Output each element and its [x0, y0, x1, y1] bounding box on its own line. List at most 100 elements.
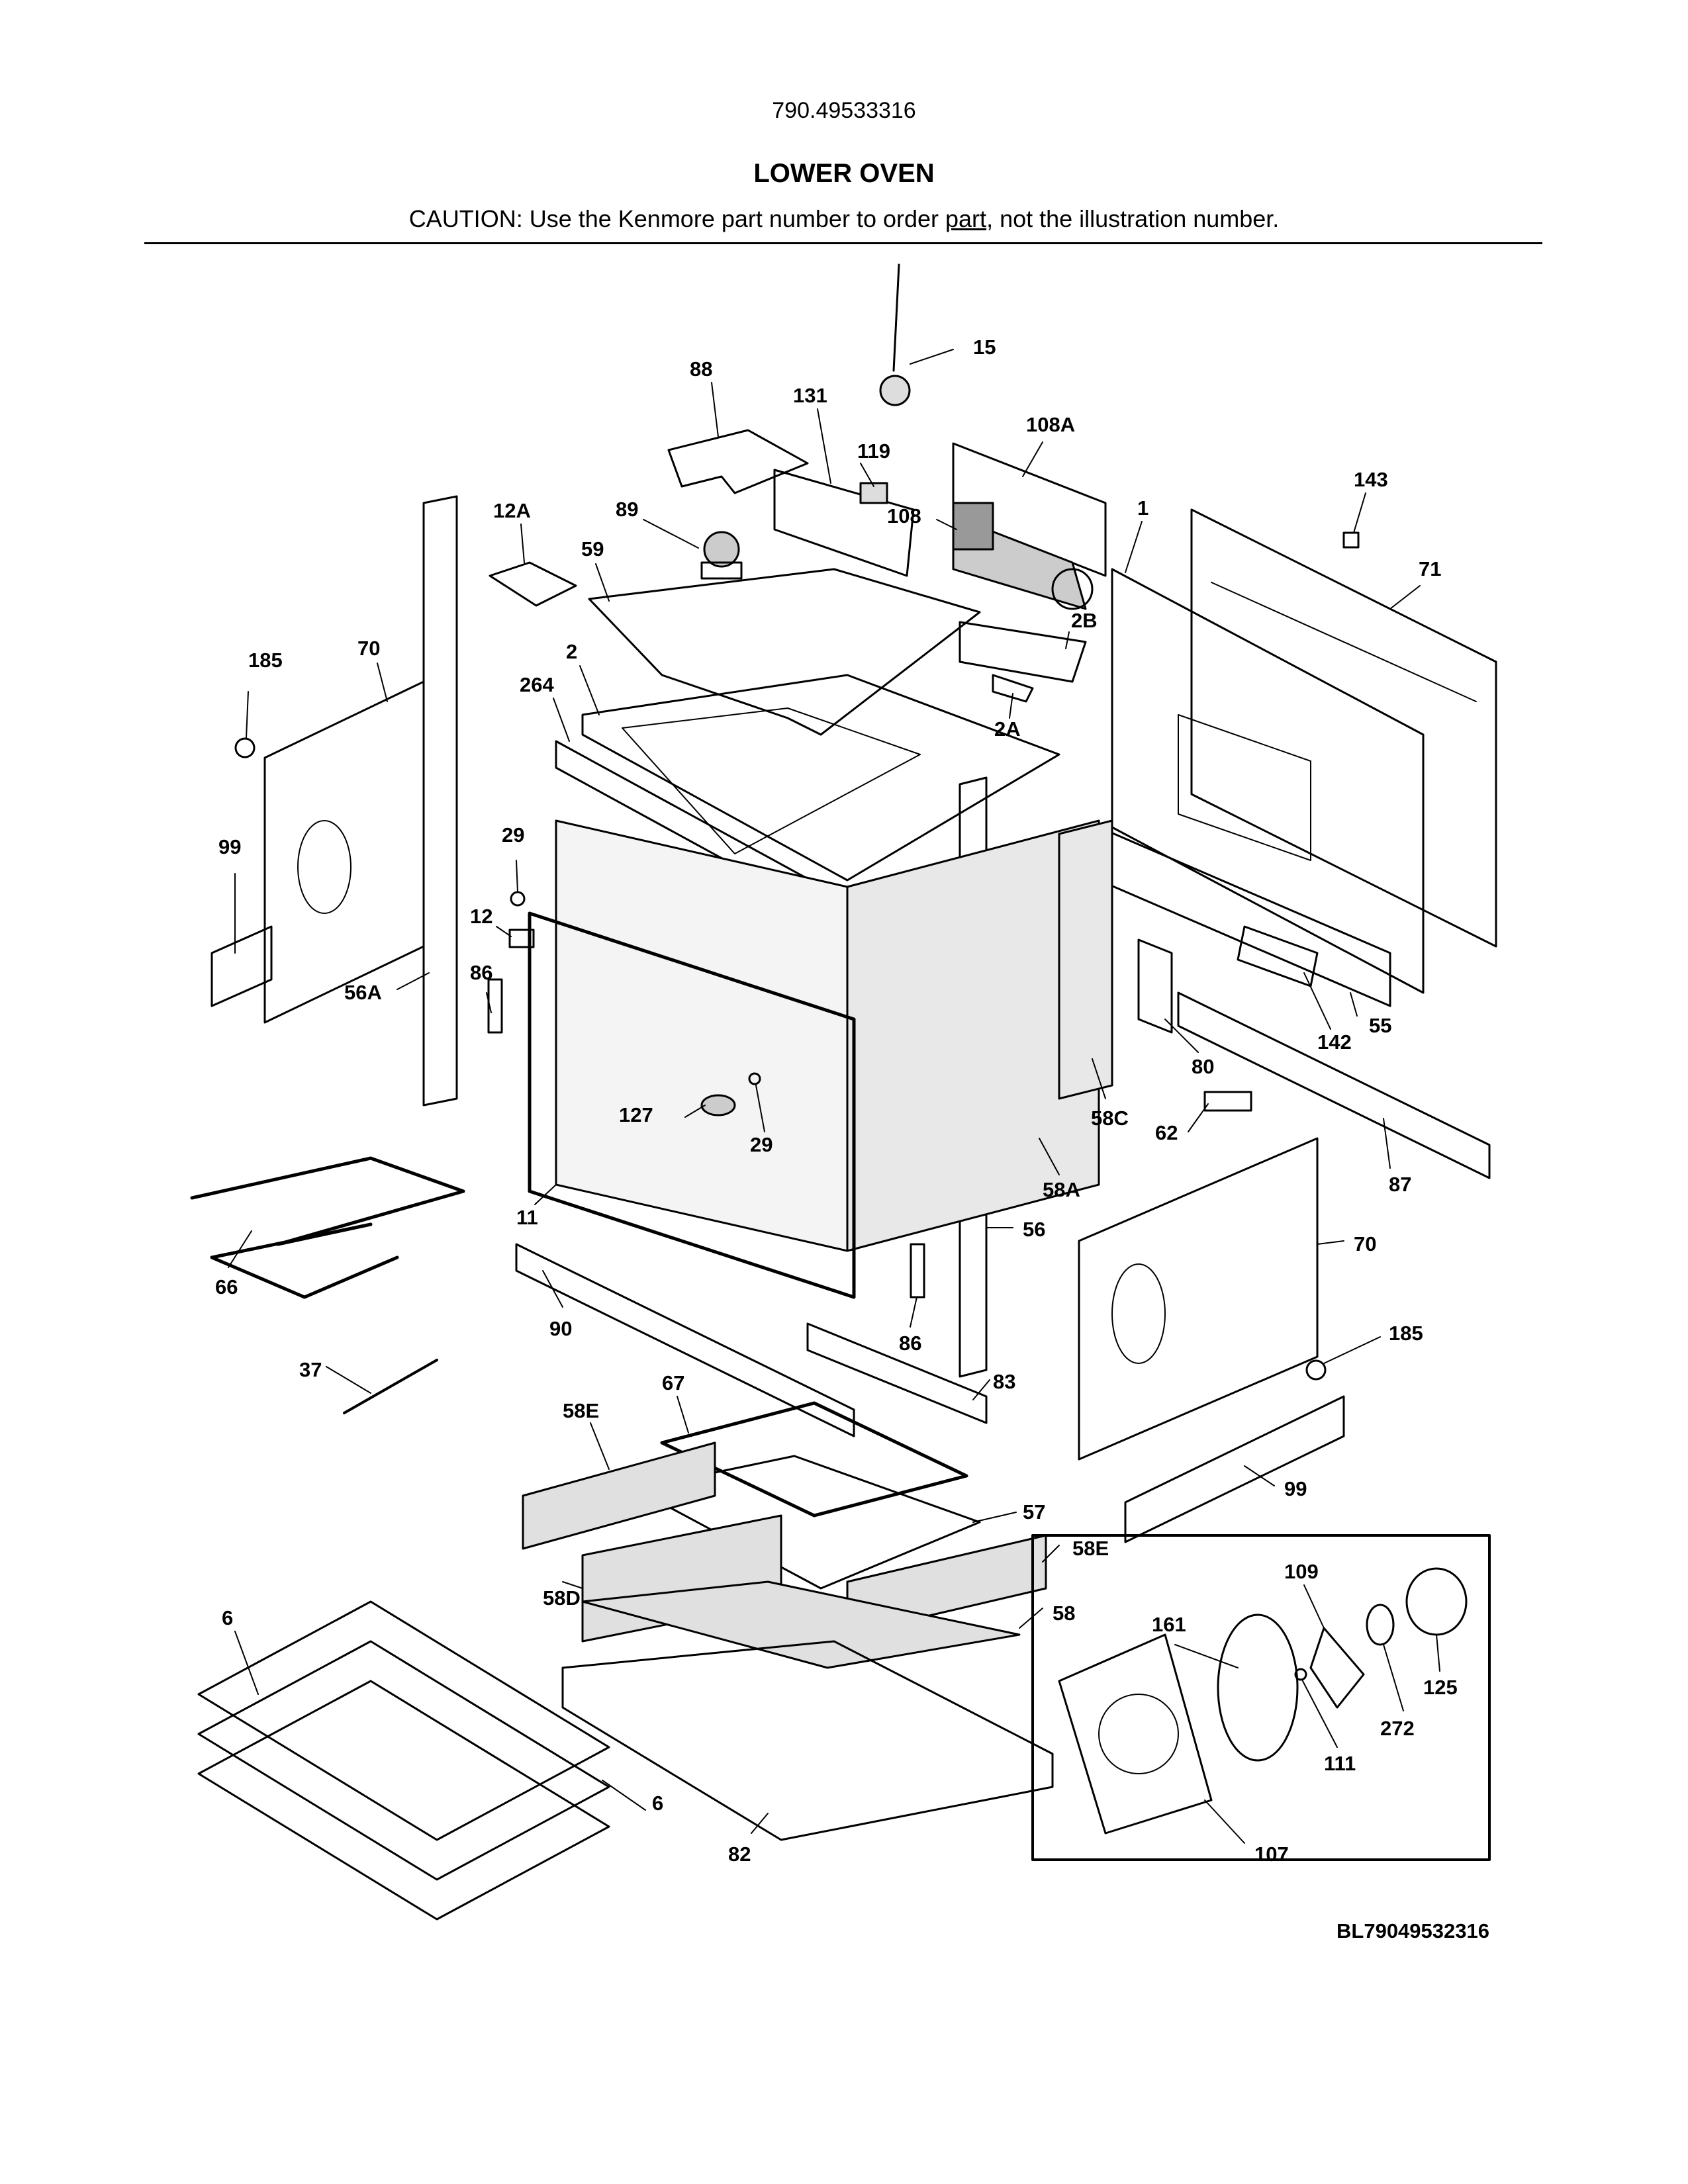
callout-70-left: 70: [357, 637, 380, 660]
callout-58E-right: 58E: [1072, 1537, 1109, 1560]
part-86-hinge-right: [910, 1243, 925, 1298]
callout-29-inner: 29: [750, 1133, 773, 1156]
part-15-probe: [879, 263, 911, 406]
part-99-bracket-right: [1124, 1395, 1345, 1543]
part-58A-insulation: [846, 819, 1100, 1252]
callout-125: 125: [1423, 1676, 1458, 1699]
callout-58: 58: [1053, 1602, 1075, 1625]
callout-89: 89: [616, 498, 638, 521]
callout-185-left: 185: [248, 649, 283, 672]
callout-119: 119: [857, 439, 890, 463]
part-56A-rail: [422, 495, 458, 1107]
callout-71: 71: [1419, 557, 1441, 580]
callout-59: 59: [581, 537, 604, 561]
callout-labels: 15 88 131 108A 119 89 12A 108 1 143 59 7…: [215, 336, 1458, 1866]
callout-80: 80: [1192, 1055, 1214, 1078]
drawing-code: BL79049532316: [1336, 1919, 1489, 1942]
callout-108A: 108A: [1026, 413, 1075, 436]
callout-185-right: 185: [1389, 1322, 1423, 1345]
callout-12A: 12A: [493, 499, 531, 522]
callout-2B: 2B: [1071, 609, 1098, 632]
callout-161: 161: [1152, 1613, 1186, 1636]
part-108A-fan-bracket: [952, 442, 1107, 577]
part-11-door-gasket: [528, 911, 856, 1299]
part-87-rail: [1177, 991, 1491, 1179]
oven-cavity: [555, 819, 849, 1252]
part-83-bracket: [806, 1322, 988, 1424]
caution-text-end: , not the illustration number.: [986, 205, 1280, 232]
callout-87: 87: [1389, 1173, 1411, 1196]
callout-58C: 58C: [1091, 1107, 1129, 1130]
callout-111: 111: [1324, 1752, 1356, 1775]
part-2-top-panel: [581, 674, 1060, 882]
callout-67: 67: [662, 1371, 684, 1394]
part-185-grommet-right: [1305, 1359, 1327, 1381]
part-71-back-cover: [1190, 508, 1497, 948]
part-70-side-panel-left: [263, 680, 425, 1024]
part-109-fan-blade: [1309, 1627, 1365, 1709]
part-55-vent-panel: [1098, 826, 1391, 1007]
callout-83: 83: [993, 1370, 1015, 1393]
part-2B-duct: [959, 621, 1087, 683]
callout-62: 62: [1155, 1121, 1178, 1144]
callout-264: 264: [520, 673, 554, 696]
callout-58D: 58D: [543, 1586, 581, 1610]
callout-70-right: 70: [1354, 1232, 1376, 1255]
callout-99-left: 99: [218, 835, 241, 858]
part-127-light: [700, 1094, 736, 1116]
callout-56A: 56A: [344, 981, 382, 1004]
part-90-front-trim: [515, 1243, 855, 1437]
part-80-bracket: [1137, 938, 1173, 1034]
caution-underlined-word: part: [945, 205, 987, 232]
part-161-fan-ring: [1217, 1614, 1299, 1762]
callout-108: 108: [887, 504, 921, 527]
part-185-grommet-left: [234, 737, 256, 758]
part-62-terminal-block: [1203, 1091, 1252, 1112]
part-66-broil-element: [190, 1156, 465, 1299]
part-67-bake-element: [660, 1401, 968, 1518]
callout-1: 1: [1137, 496, 1149, 520]
callout-58A: 58A: [1043, 1178, 1080, 1201]
part-29-screw-b: [748, 1072, 761, 1085]
callout-6-upper: 6: [222, 1606, 233, 1629]
section-title: LOWER OVEN: [753, 159, 935, 188]
callout-29-top: 29: [502, 823, 524, 846]
callout-2: 2: [566, 640, 577, 663]
callout-143: 143: [1354, 468, 1388, 491]
callout-90: 90: [549, 1317, 572, 1340]
convection-fan-inset: [1031, 1534, 1491, 1861]
callout-272: 272: [1380, 1717, 1415, 1740]
callout-66: 66: [215, 1275, 238, 1298]
callout-127: 127: [619, 1103, 653, 1126]
part-12-light-socket: [508, 929, 535, 948]
part-82-bottom-pan: [561, 1640, 1054, 1841]
callout-82: 82: [728, 1843, 751, 1866]
part-6-oven-racks: [197, 1600, 610, 1921]
header-divider: [144, 242, 1542, 244]
callout-15: 15: [973, 336, 996, 359]
part-99-bracket-left: [211, 925, 273, 1007]
callout-142: 142: [1317, 1030, 1352, 1054]
callout-57: 57: [1023, 1500, 1045, 1524]
callout-131: 131: [793, 384, 827, 407]
leader-lines: [228, 349, 1440, 1844]
callout-37: 37: [299, 1358, 322, 1381]
model-number: 790.49533316: [772, 98, 916, 123]
callout-6-lower: 6: [652, 1792, 663, 1815]
part-37-sensor: [343, 1359, 438, 1414]
callout-99-right: 99: [1284, 1477, 1307, 1500]
callout-88: 88: [690, 357, 712, 381]
callout-86-upper: 86: [470, 961, 492, 984]
part-86-hinge-left: [487, 978, 503, 1034]
callout-55: 55: [1369, 1014, 1391, 1037]
part-125-fan-motor: [1405, 1567, 1468, 1636]
part-143-clip: [1342, 531, 1360, 549]
callout-109: 109: [1284, 1560, 1319, 1583]
caution-text-start: CAUTION: Use the Kenmore part number to …: [408, 205, 946, 232]
callout-86-lower: 86: [899, 1332, 921, 1355]
callout-56: 56: [1023, 1218, 1045, 1241]
part-58C-insulation: [1058, 819, 1113, 1100]
part-89-thermostat: [700, 531, 743, 580]
part-111-nut: [1294, 1668, 1307, 1681]
